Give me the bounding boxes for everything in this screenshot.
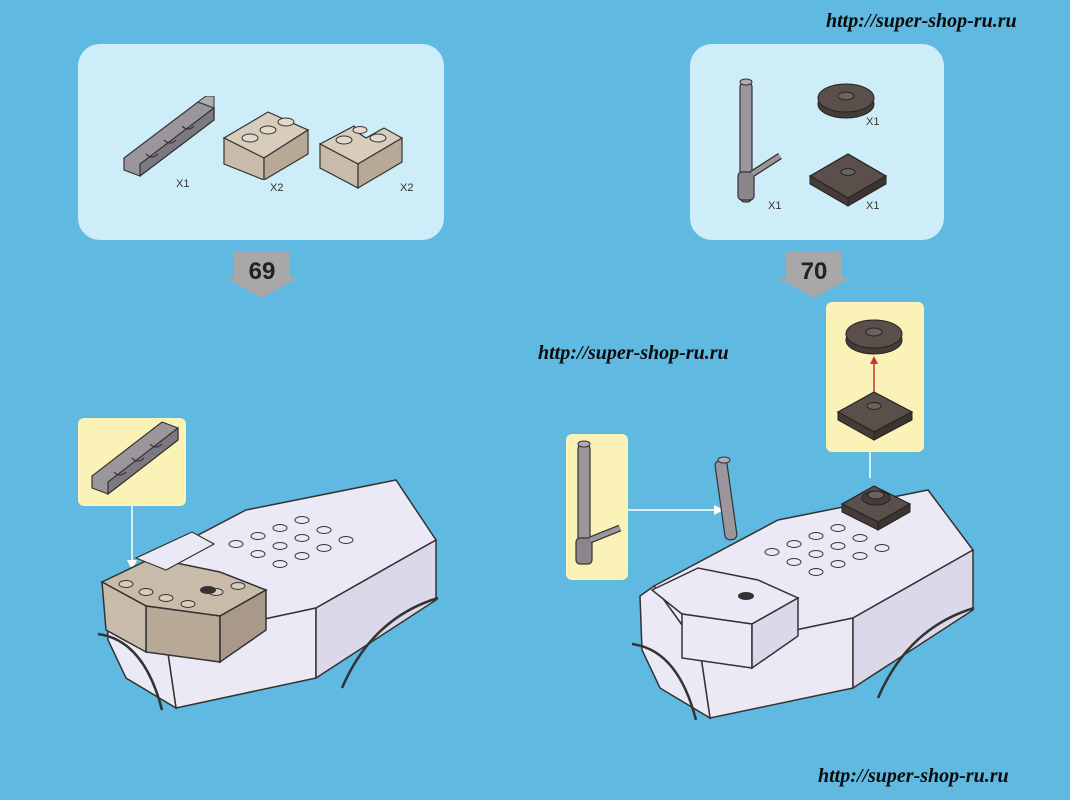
tan-brick-1x3-icon xyxy=(222,111,310,180)
qty-label: X1 xyxy=(866,116,880,128)
qty-label: X1 xyxy=(176,178,190,190)
callout-step-69 xyxy=(78,418,186,506)
qty-label: X1 xyxy=(866,200,880,212)
watermark-middle: http://super-shop-ru.ru xyxy=(538,342,729,364)
dark-round-plate-icon xyxy=(817,83,875,119)
assembly-drawing-step-69 xyxy=(97,479,439,711)
step-number-69: 69 xyxy=(226,252,298,308)
qty-label: X2 xyxy=(270,182,284,194)
grey-antenna-icon xyxy=(737,78,782,203)
step-number-70: 70 xyxy=(778,252,850,308)
parts-panel-step-69: X1 X2 X2 xyxy=(78,44,444,240)
dark-square-plate-icon xyxy=(808,153,888,207)
watermark-top: http://super-shop-ru.ru xyxy=(826,10,1017,32)
assembly-drawing-step-70 xyxy=(628,452,975,721)
grey-antenna-icon xyxy=(575,440,622,565)
qty-label: X2 xyxy=(400,182,414,194)
callout-antenna-step-70 xyxy=(566,434,628,580)
qty-label: X1 xyxy=(768,200,782,212)
grey-slope-brick-icon xyxy=(91,421,179,496)
callout-plates-step-70 xyxy=(826,302,924,452)
tan-corner-brick-icon xyxy=(318,125,404,190)
watermark-bottom: http://super-shop-ru.ru xyxy=(818,765,1009,787)
parts-panel-step-70: X1 X1 X1 xyxy=(690,44,944,240)
grey-slope-brick-icon xyxy=(123,96,215,178)
plate-stack-icon xyxy=(836,319,914,441)
